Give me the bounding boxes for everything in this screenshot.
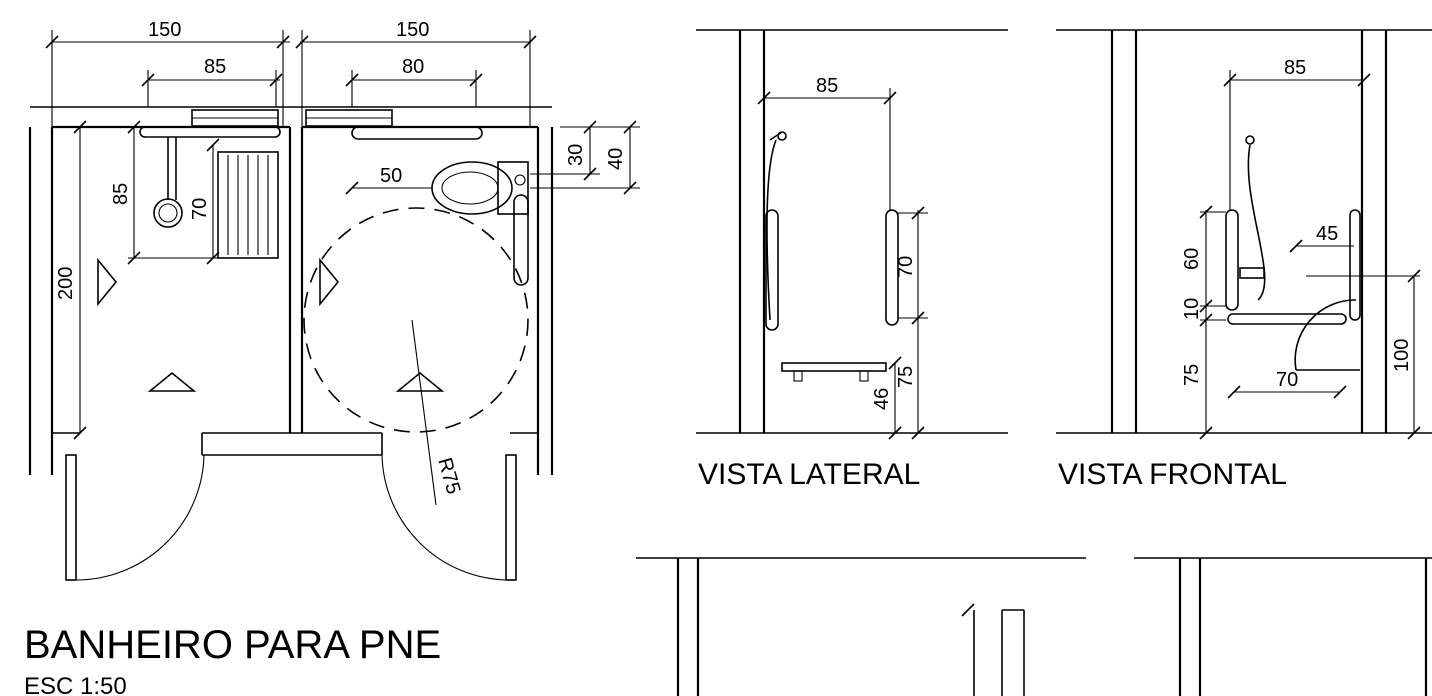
dim-width-left: 150	[148, 19, 181, 41]
dim-grab-left: 85	[204, 56, 226, 78]
plan-scale: ESC 1:50	[24, 673, 127, 696]
front-dim-bar-height: 60	[1181, 248, 1203, 270]
frontal-view: 85 45 60 10 75 70 100 VISTA FRONTAL	[1056, 29, 1432, 491]
lat-dim-height: 75	[895, 366, 917, 388]
lateral-view: 85 70 46 75 VISTA LATERAL	[696, 29, 1008, 491]
dim-shower-depth: 85	[110, 183, 132, 205]
dim-seat-depth: 70	[189, 198, 211, 220]
bottom-partial-views	[636, 557, 1432, 696]
lateral-title: VISTA LATERAL	[698, 458, 920, 491]
dim-toilet-30: 30	[565, 144, 587, 166]
front-dim-total: 100	[1391, 339, 1413, 372]
dim-room-length: 200	[55, 267, 77, 300]
front-dim-gap: 10	[1181, 298, 1203, 320]
dim-toilet-offset: 50	[380, 165, 402, 187]
dim-radius: R75	[433, 455, 464, 496]
lat-dim-bar: 70	[895, 256, 917, 278]
plan-title: BANHEIRO PARA PNE	[24, 623, 441, 667]
frontal-title: VISTA FRONTAL	[1058, 458, 1287, 491]
dim-toilet-40: 40	[605, 148, 627, 170]
front-dim-width: 85	[1284, 57, 1306, 79]
plan-view: 150 150 85 80 85 70 200 50 30 40 R75 BAN…	[24, 19, 640, 696]
front-dim-bar-offset: 45	[1316, 223, 1338, 245]
front-dim-seat-width: 70	[1276, 369, 1298, 391]
dim-grab-right: 80	[402, 56, 424, 78]
lat-dim-seat: 46	[871, 388, 893, 410]
front-dim-low: 75	[1181, 364, 1203, 386]
dim-width-right: 150	[396, 19, 429, 41]
lat-dim-width: 85	[816, 75, 838, 97]
